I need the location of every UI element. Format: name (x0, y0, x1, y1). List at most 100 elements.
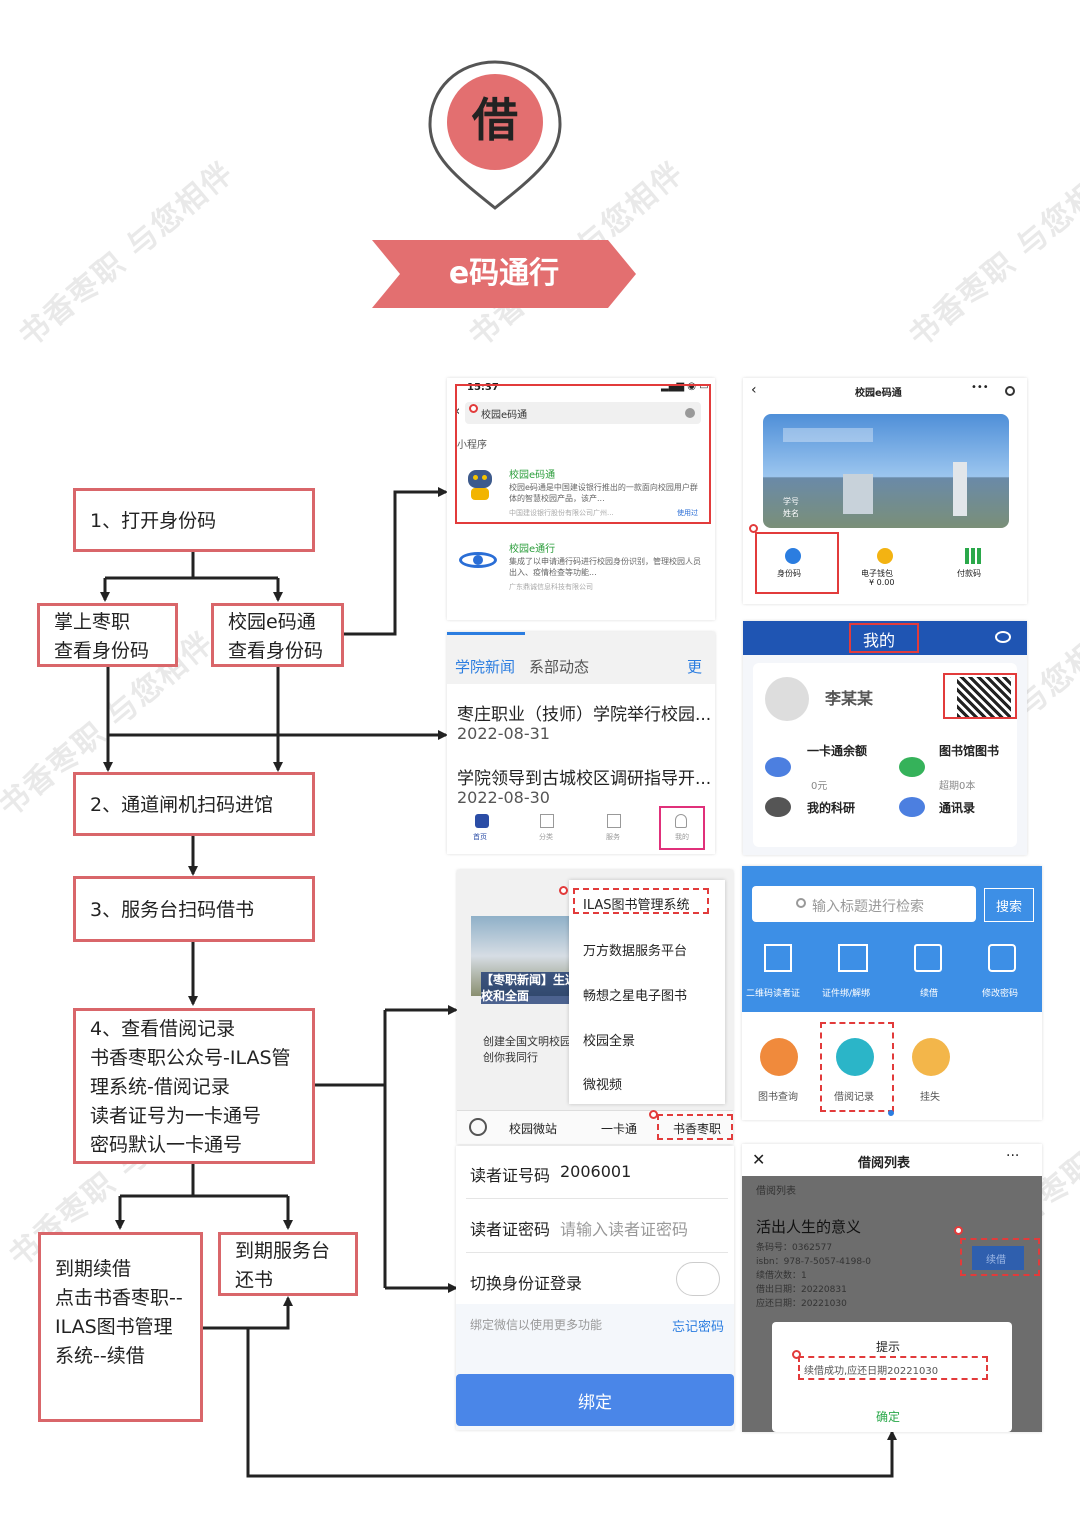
reader-pwd-field[interactable]: 请输入读者证密码 (560, 1220, 689, 1239)
bar-campus-site[interactable]: 校园微站 (509, 1122, 558, 1136)
screenshot-ecode: ‹ 校园e码通 ••• 学号 姓名 身份码 电子钱包 ¥ 0.00 付款码 (743, 378, 1027, 604)
menu-ebooks[interactable]: 畅想之星电子图书 (583, 989, 688, 1004)
highlight-renew (960, 1238, 1040, 1276)
bulb-icon (765, 797, 791, 817)
renew-title: 借阅列表 (858, 1156, 911, 1171)
book-icon (899, 757, 925, 777)
calendar-icon[interactable] (607, 814, 621, 828)
bar-card[interactable]: 一卡通 (601, 1122, 638, 1136)
more-menu[interactable]: ··· (1006, 1148, 1020, 1164)
back-icon[interactable]: ‹ (751, 382, 757, 398)
marker-dot (954, 1226, 963, 1235)
screenshot-mine: 我的 李某某 一卡通余额 0元 图书馆图书 超期0本 我的科研 通讯录 (743, 621, 1027, 855)
keyboard-icon[interactable] (469, 1118, 487, 1136)
grid-id-bind[interactable]: 证件绑/解绑 (822, 989, 871, 999)
screenshot-reader-login: 读者证号码 2006001 读者证密码 请输入读者证密码 切换身份证登录 绑定微… (456, 1146, 734, 1430)
search-button[interactable] (984, 888, 1034, 922)
contacts-icon (899, 797, 925, 817)
pay-code-button[interactable]: 付款码 (957, 569, 981, 578)
menu-wanfang[interactable]: 万方数据服务平台 (583, 944, 688, 959)
pin-badge-icon (428, 60, 562, 210)
eye-icon[interactable] (995, 631, 1011, 643)
reader-id-field[interactable]: 2006001 (560, 1162, 632, 1181)
tab-dept-news[interactable]: 系部动态 (529, 658, 590, 676)
result1-title[interactable]: 校园e码通 (509, 470, 556, 481)
header-bar (743, 621, 1027, 655)
forgot-password-link[interactable]: 忘记密码 (672, 1320, 725, 1335)
more-menu[interactable]: ••• (971, 382, 989, 393)
wallet-value: ¥ 0.00 (869, 578, 895, 587)
step5b-box: 到期服务台 还书 (218, 1232, 358, 1296)
highlight-id-code (755, 532, 839, 594)
list-subtitle: 借阅列表 (756, 1186, 796, 1197)
user-icon[interactable] (675, 814, 687, 828)
card-balance-label: 一卡通余额 (807, 744, 868, 758)
id-code-button[interactable]: 身份码 (777, 569, 801, 578)
highlight-title (849, 623, 919, 653)
status-icons: ▂▄▆ ◉ ▭ (661, 381, 709, 392)
wallet-icon (877, 548, 893, 564)
tab-bar (447, 632, 715, 684)
grid-qr-reader[interactable]: 二维码读者证 (746, 989, 801, 999)
home-icon[interactable] (475, 814, 489, 828)
grid-icon[interactable] (540, 814, 554, 828)
my-research[interactable]: 我的科研 (807, 801, 856, 815)
user-name: 李某某 (825, 689, 874, 708)
bind-hint: 绑定微信以使用更多功能 (470, 1318, 603, 1332)
robot-logo-icon (462, 466, 498, 502)
step2-box: 2、通道闸机扫码进馆 (73, 772, 315, 836)
search-input[interactable] (465, 402, 701, 424)
grid-renew[interactable]: 续借 (920, 989, 939, 999)
close-icon[interactable]: ✕ (752, 1150, 766, 1169)
ecode-title: 校园e码通 (855, 388, 902, 399)
dialog-ok-button[interactable]: 确定 (876, 1410, 901, 1424)
nav-category[interactable]: 分类 (539, 833, 553, 841)
menu-ilas[interactable]: ILAS图书管理系统 (583, 898, 690, 913)
news-item-date: 2022-08-31 (457, 724, 550, 743)
btn-report-loss[interactable]: 挂失 (920, 1092, 940, 1103)
grid-change-password[interactable]: 修改密码 (982, 989, 1019, 999)
tab-college-news[interactable]: 学院新闻 (455, 658, 516, 676)
bind-button[interactable] (456, 1374, 734, 1426)
reader-pwd-label: 读者证密码 (470, 1220, 551, 1239)
btn-book-search[interactable]: 图书查询 (758, 1092, 798, 1103)
screenshot-news-app: 学院新闻 系部动态 更 枣庄职业（技师）学院举行校园... 2022-08-31… (447, 632, 715, 854)
report-loss-icon (912, 1038, 950, 1076)
card-label-name: 姓名 (783, 509, 799, 518)
contacts[interactable]: 通讯录 (939, 801, 976, 815)
step1-box: 1、打开身份码 (73, 488, 315, 552)
menu-campus-view[interactable]: 校园全景 (583, 1034, 636, 1049)
banner-title: e码通行 (448, 256, 560, 291)
renew-button-label: 续借 (986, 1255, 1006, 1266)
id-card-login-label: 切换身份证登录 (470, 1274, 583, 1293)
edit-password-icon (988, 944, 1016, 972)
news-photo-title: 【枣职新闻】生返校和全面 (481, 972, 581, 1004)
book-renew-count: 续借次数：1 (756, 1271, 807, 1281)
step1a-box: 掌上枣职 查看身份码 (37, 603, 178, 667)
more-link[interactable]: 更 (687, 658, 703, 676)
search-query: 校园e码通 (481, 410, 528, 421)
nav-home[interactable]: 首页 (473, 833, 487, 841)
bar-library[interactable]: 书香枣职 (673, 1122, 722, 1136)
qr-reader-icon (764, 944, 792, 972)
mine-title: 我的 (863, 631, 896, 650)
result2-title[interactable]: 校园e通行 (509, 544, 556, 555)
step4-box: 4、查看借阅记录 书香枣职公众号-ILAS管理系统-借阅记录 读者证号为一卡通号… (73, 1008, 315, 1164)
nav-mine[interactable]: 我的 (675, 833, 689, 841)
result2-sub: 广东鼎诚信息科技有限公司 (509, 583, 593, 591)
wallet-button[interactable]: 电子钱包 (861, 569, 893, 578)
toggle-switch[interactable] (676, 1262, 720, 1296)
back-icon[interactable]: ‹ (455, 404, 461, 419)
close-circle-icon[interactable] (1005, 386, 1015, 396)
news-item-title[interactable]: 学院领导到古城校区调研指导开... (457, 769, 712, 789)
news-item-title[interactable]: 枣庄职业（技师）学院举行校园... (457, 705, 712, 725)
step5a-box: 到期续借 点击书香枣职--ILAS图书管理系统--续借 (38, 1232, 203, 1422)
btn-borrow-record[interactable]: 借阅记录 (834, 1092, 874, 1103)
clear-icon[interactable] (685, 408, 695, 418)
nav-service[interactable]: 服务 (606, 833, 620, 841)
book-barcode: 条码号：0362577 (756, 1243, 833, 1253)
menu-video[interactable]: 微视频 (583, 1078, 623, 1093)
renew-button[interactable] (972, 1246, 1024, 1270)
qr-code-icon[interactable] (957, 677, 1011, 717)
search-input[interactable] (752, 886, 976, 922)
